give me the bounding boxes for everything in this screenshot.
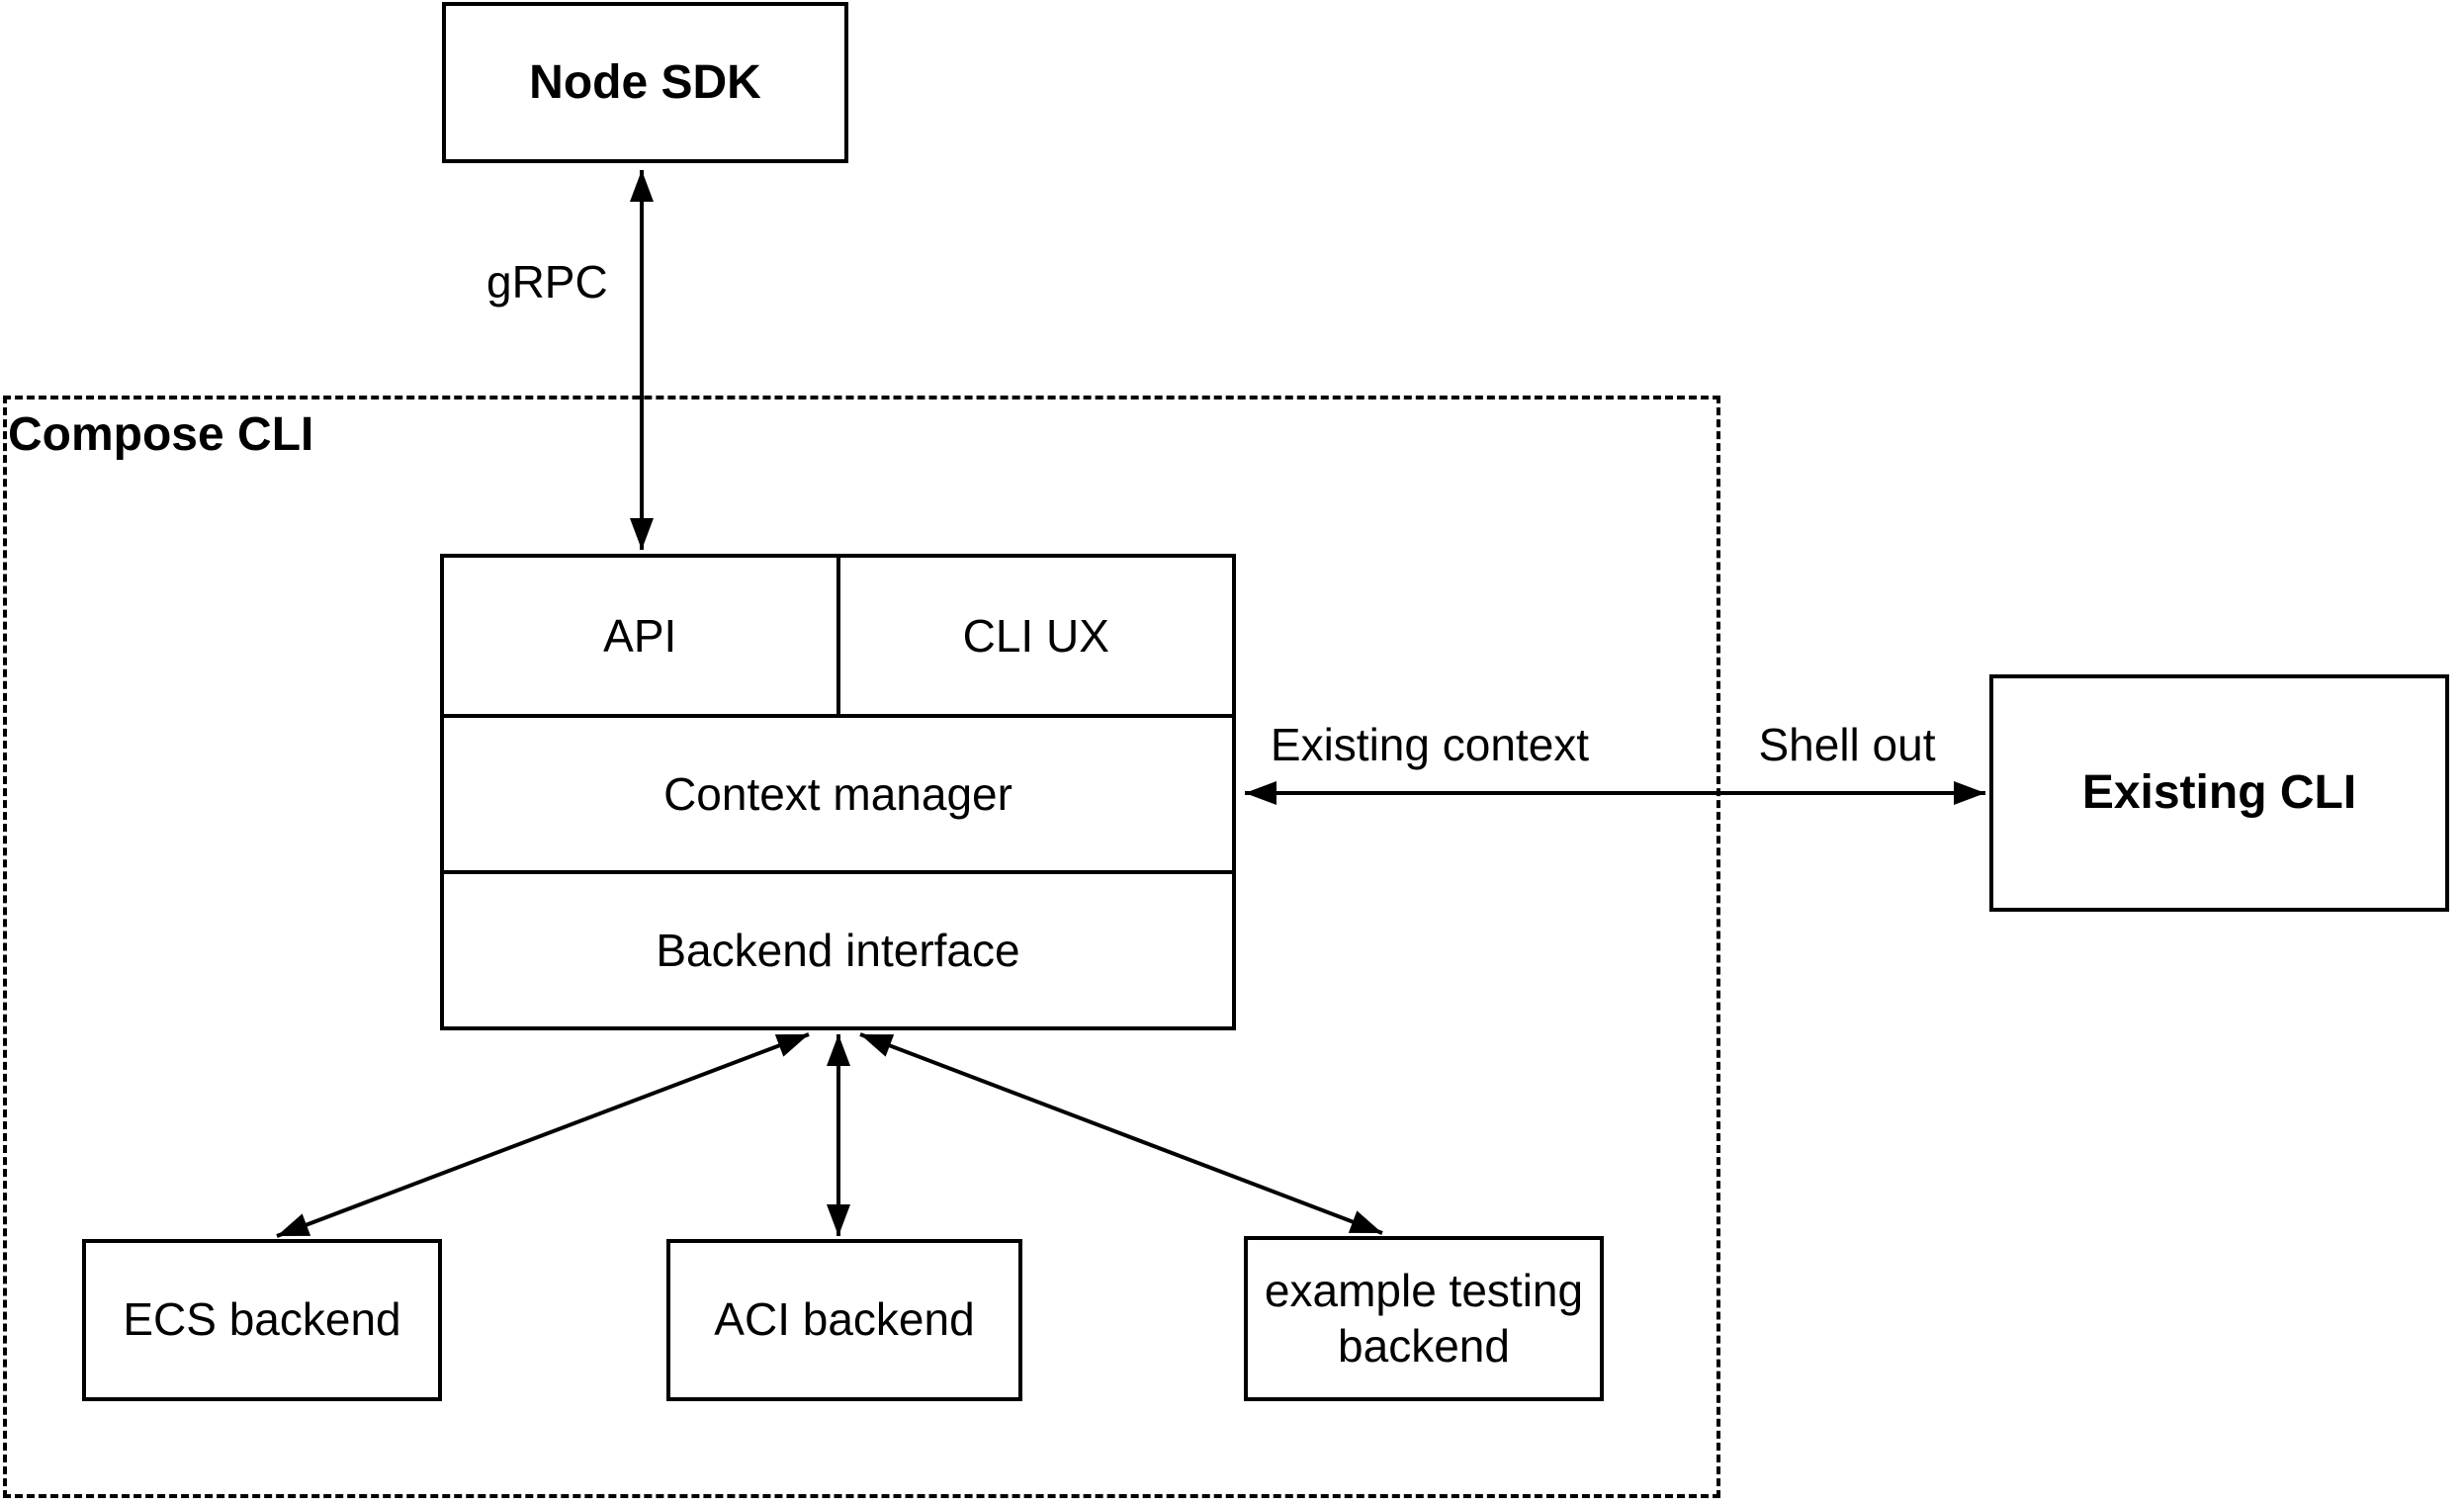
compose-cli-group-label: Compose CLI bbox=[8, 408, 314, 461]
shell-out-edge-label: Shell out bbox=[1758, 719, 1936, 770]
aci-backend-box: ACI backend bbox=[666, 1239, 1022, 1401]
ecs-backend-label: ECS backend bbox=[123, 1293, 401, 1346]
node-sdk-label: Node SDK bbox=[529, 55, 761, 109]
existing-context-edge-label: Existing context bbox=[1270, 719, 1590, 770]
compose-cli-core-box: API CLI UX Context manager Backend inter… bbox=[440, 554, 1236, 1030]
existing-cli-label: Existing CLI bbox=[2081, 766, 2357, 820]
grpc-edge-label: gRPC bbox=[486, 256, 608, 308]
cli-ux-cell: CLI UX bbox=[840, 558, 1233, 714]
context-manager-cell: Context manager bbox=[444, 714, 1232, 870]
compose-cli-group-boundary bbox=[3, 396, 1720, 1498]
aci-backend-label: ACI backend bbox=[714, 1293, 975, 1346]
existing-cli-box: Existing CLI bbox=[1989, 674, 2449, 912]
api-label: API bbox=[603, 610, 677, 662]
example-testing-backend-box: example testing backend bbox=[1244, 1236, 1604, 1401]
node-sdk-box: Node SDK bbox=[442, 2, 848, 163]
ecs-backend-box: ECS backend bbox=[82, 1239, 442, 1401]
api-cell: API bbox=[444, 558, 840, 714]
api-cliux-row: API CLI UX bbox=[444, 558, 1232, 714]
context-manager-label: Context manager bbox=[663, 768, 1012, 820]
example-testing-backend-label: example testing backend bbox=[1264, 1265, 1584, 1372]
backend-interface-cell: Backend interface bbox=[444, 870, 1232, 1026]
cli-ux-label: CLI UX bbox=[962, 610, 1109, 662]
backend-interface-label: Backend interface bbox=[656, 925, 1020, 976]
